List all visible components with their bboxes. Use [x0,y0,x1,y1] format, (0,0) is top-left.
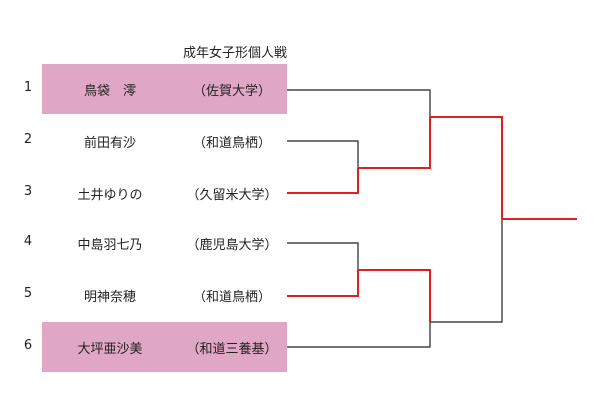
player-name: 大坪亜沙美 [77,342,143,357]
entry-row-6: 6 大坪亜沙美 （和道三養基） [0,322,290,372]
highlight-box [42,322,287,372]
page-title: 成年女子形個人戦 [182,46,287,61]
player-name: 前田有沙 [83,136,136,151]
player-school: （和道三養基） [186,342,278,357]
winner-line [430,116,503,219]
entry-row-2: 2 前田有沙 （和道鳥栖） [0,116,290,166]
seed-number: 3 [23,184,33,199]
bracket-winner-lines [287,116,577,322]
entry-row-5: 5 明神奈穂 （和道鳥栖） [0,270,290,320]
winner-line [358,117,431,169]
bracket-line [287,140,359,168]
seed-number: 5 [23,286,33,301]
player-name: 土井ゆりの [77,188,143,203]
seed-number: 6 [23,338,33,353]
entry-row-4: 4 中島羽七乃 （鹿児島大学） [0,218,290,268]
entry-row-3: 3 土井ゆりの （久留米大学） [0,168,290,218]
winner-line [287,270,359,297]
seed-number: 1 [23,80,33,95]
seed-number: 2 [23,132,33,147]
entry-row-1: 1 鳥袋 澪 （佐賀大学） [0,64,290,114]
player-name: 鳥袋 澪 [83,84,136,99]
winner-line [287,168,359,194]
player-name: 中島羽七乃 [77,238,143,253]
highlight-box [42,64,287,114]
bracket-line [430,219,503,323]
winner-line [358,269,431,322]
seed-number: 4 [23,234,33,249]
player-school: （和道鳥栖） [192,136,271,151]
player-school: （佐賀大学） [192,84,271,99]
bracket-line [287,242,359,270]
bracket-line [287,89,431,117]
player-school: （久留米大学） [186,188,278,203]
player-name: 明神奈穂 [83,290,136,305]
bracket-line [287,322,431,348]
bracket-black-lines [287,89,503,348]
player-school: （鹿児島大学） [186,238,278,253]
player-school: （和道鳥栖） [192,290,271,305]
